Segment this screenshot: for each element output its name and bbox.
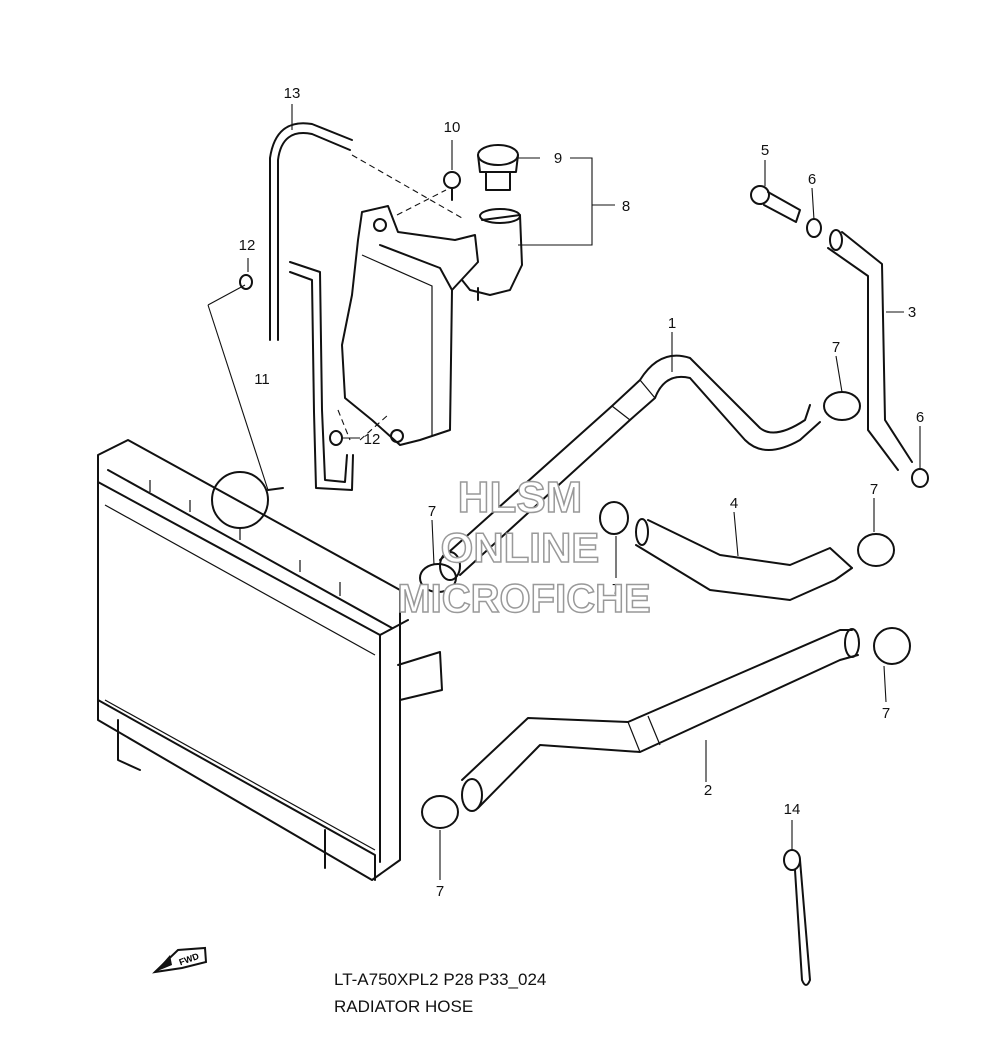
hose-1 xyxy=(439,354,821,581)
forward-arrow-icon: FWD xyxy=(152,946,208,974)
watermark-line-1: HLSM xyxy=(458,473,583,522)
callout-5: 5 xyxy=(761,142,769,159)
callout-9: 9 xyxy=(554,150,562,167)
callout-7-b: 7 xyxy=(428,503,436,520)
assembly-line xyxy=(337,154,463,441)
hose-11 xyxy=(289,261,354,491)
reservoir-tank xyxy=(341,205,523,446)
diagram-title: RADIATOR HOSE xyxy=(334,997,473,1016)
diagram-code: LT-A750XPL2 P28 P33_024 xyxy=(334,970,546,989)
watermark: HLSM ONLINE MICROFICHE xyxy=(397,472,652,622)
callout-12-lower: 12 xyxy=(364,431,381,448)
callout-3: 3 xyxy=(908,304,916,321)
callout-8: 8 xyxy=(622,198,630,215)
callout-7-f: 7 xyxy=(436,883,444,900)
callout-labels: 1 2 3 4 5 6 6 7 7 7 7 7 7 8 9 10 11 12 1… xyxy=(239,85,925,900)
reservoir-cap xyxy=(477,144,519,191)
radiator xyxy=(97,439,443,881)
callout-14: 14 xyxy=(784,801,801,818)
watermark-line-3: MICROFICHE xyxy=(397,577,650,621)
callout-10: 10 xyxy=(444,119,461,136)
callout-7-d: 7 xyxy=(870,481,878,498)
hose-2 xyxy=(461,628,860,812)
callout-7-c: 7 xyxy=(612,581,620,598)
callout-7-a: 7 xyxy=(832,339,840,356)
callout-11: 11 xyxy=(254,371,270,388)
callout-12-upper: 12 xyxy=(239,237,256,254)
cable-tie-14 xyxy=(783,849,811,986)
bolt-10 xyxy=(443,171,461,201)
leader-lines xyxy=(207,104,921,880)
watermark-line-2: ONLINE xyxy=(441,524,600,571)
callout-7-e: 7 xyxy=(882,705,890,722)
callout-2: 2 xyxy=(704,782,712,799)
fitting-5 xyxy=(750,185,801,223)
callout-6-upper: 6 xyxy=(808,171,816,188)
clamps xyxy=(239,218,929,829)
hose-4 xyxy=(635,518,853,601)
callout-4: 4 xyxy=(730,495,738,512)
callout-13: 13 xyxy=(284,85,301,102)
callout-6-lower: 6 xyxy=(916,409,924,426)
hose-3 xyxy=(827,229,913,471)
callout-1: 1 xyxy=(668,315,676,332)
hose-13 xyxy=(269,122,353,341)
